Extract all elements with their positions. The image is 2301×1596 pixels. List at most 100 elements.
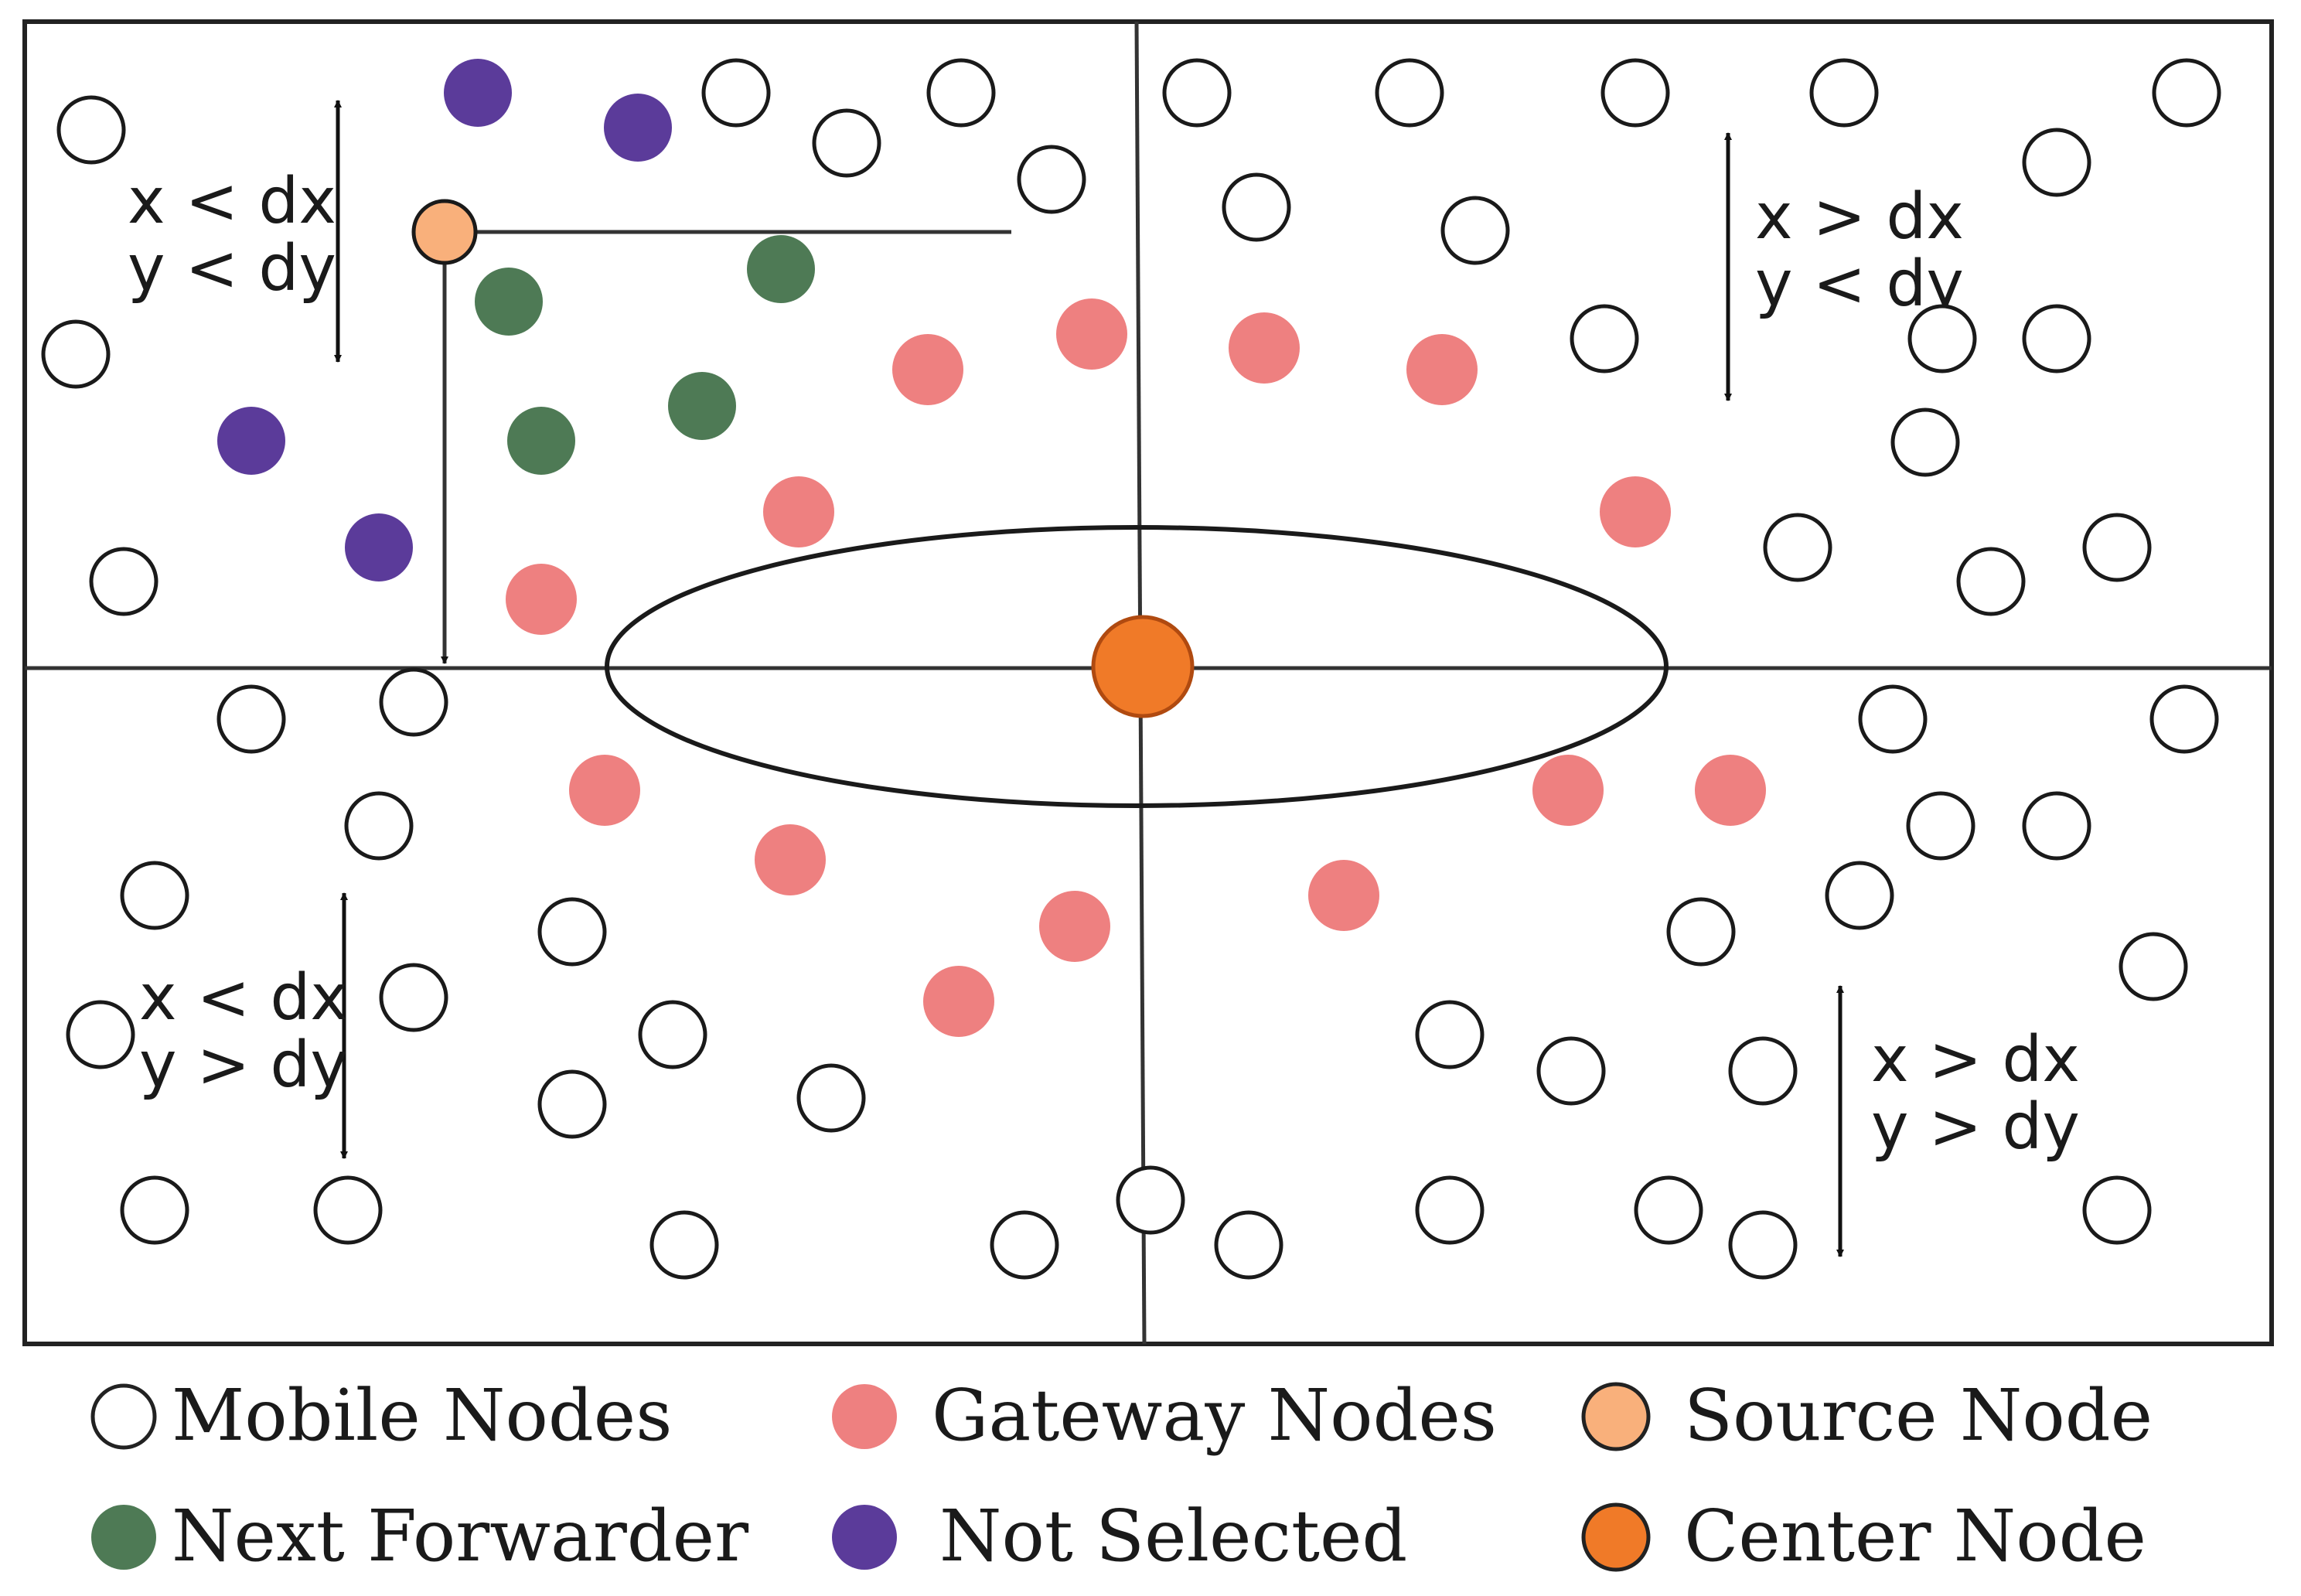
mobile-node bbox=[2022, 304, 2091, 373]
source-path bbox=[441, 230, 1011, 664]
gateway-node bbox=[892, 334, 963, 405]
br-x-condition: x > dx bbox=[1871, 1023, 2080, 1096]
mobile-node bbox=[1634, 1175, 1703, 1245]
mobile-node bbox=[2152, 58, 2221, 128]
mobile-node bbox=[1825, 861, 1894, 930]
mobile-node bbox=[2149, 684, 2219, 754]
mobile-node bbox=[41, 319, 111, 389]
mobile-node bbox=[1600, 58, 1670, 128]
mobile-node bbox=[120, 861, 189, 930]
legend-unselected-label: Not Selected bbox=[939, 1495, 1407, 1577]
mobile-node bbox=[1890, 408, 1960, 477]
mobile-node bbox=[1809, 58, 1879, 128]
gateway-node bbox=[1308, 860, 1379, 931]
mobile-node bbox=[1415, 1000, 1485, 1069]
mobile-node bbox=[1906, 791, 1975, 861]
not-selected-node bbox=[604, 94, 672, 162]
legend: Mobile Nodes Gateway Nodes Source Node N… bbox=[90, 1374, 2153, 1577]
forwarder-node bbox=[507, 407, 575, 475]
forwarder-node bbox=[747, 235, 815, 303]
tr-x-condition: x > dx bbox=[1755, 180, 1964, 254]
legend-source-label: Source Node bbox=[1684, 1374, 2153, 1457]
mobile-node bbox=[1907, 304, 1977, 373]
tl-x-condition: x < dx bbox=[128, 165, 336, 238]
mobile-node bbox=[1763, 513, 1832, 582]
nodes-layer bbox=[41, 58, 2221, 1280]
mobile-node bbox=[1162, 58, 1232, 128]
center-zone-ellipse bbox=[605, 525, 1669, 808]
not-selected-node bbox=[217, 407, 285, 475]
gateway-node bbox=[1229, 312, 1300, 384]
mobile-node bbox=[926, 58, 996, 128]
mobile-node bbox=[1440, 196, 1510, 265]
mobile-node bbox=[990, 1210, 1059, 1280]
mobile-node bbox=[701, 58, 771, 128]
gateway-node bbox=[1406, 334, 1478, 405]
mobile-node bbox=[1222, 172, 1291, 242]
br-y-condition: y > dy bbox=[1871, 1090, 2080, 1164]
mobile-node bbox=[1017, 145, 1086, 214]
source-node bbox=[411, 199, 478, 265]
gateway-node bbox=[755, 824, 826, 895]
bl-x-condition: x < dx bbox=[139, 961, 348, 1035]
legend-center-label: Center Node bbox=[1684, 1495, 2146, 1577]
mobile-node bbox=[537, 1069, 607, 1139]
gateway-node bbox=[763, 476, 834, 547]
mobile-node bbox=[1536, 1036, 1606, 1106]
legend-unselected: Not Selected bbox=[832, 1495, 1407, 1577]
mobile-node bbox=[2022, 128, 2091, 197]
mobile-node bbox=[344, 791, 414, 861]
mobile-node bbox=[1570, 304, 1639, 373]
not-selected-node bbox=[444, 59, 512, 127]
mobile-node bbox=[216, 684, 286, 754]
mobile-node bbox=[638, 1000, 707, 1069]
field-border bbox=[22, 19, 2274, 1346]
mobile-node bbox=[1956, 547, 2026, 616]
mobile-node bbox=[2082, 1175, 2152, 1245]
legend-source: Source Node bbox=[1581, 1374, 2153, 1457]
mobile-node bbox=[1375, 58, 1444, 128]
quadrant-arrows bbox=[334, 100, 1844, 1257]
legend-forwarder-label: Next Forwarder bbox=[172, 1495, 748, 1577]
gateway-node bbox=[1532, 755, 1604, 826]
legend-mobile-swatch bbox=[90, 1383, 157, 1450]
legend-gateway-swatch bbox=[832, 1384, 897, 1449]
legend-center-swatch bbox=[1581, 1502, 1651, 1572]
mobile-node bbox=[2082, 513, 2152, 582]
mobile-node bbox=[812, 108, 881, 178]
mobile-node bbox=[120, 1175, 189, 1245]
mobile-node bbox=[1728, 1036, 1798, 1106]
mobile-node bbox=[2119, 932, 2188, 1001]
mobile-node bbox=[313, 1175, 383, 1245]
bl-y-condition: y > dy bbox=[139, 1028, 348, 1102]
center-node bbox=[1091, 615, 1195, 718]
mobile-node bbox=[1116, 1165, 1185, 1235]
mobile-node bbox=[649, 1210, 719, 1280]
legend-mobile: Mobile Nodes bbox=[90, 1374, 672, 1457]
legend-gateway-label: Gateway Nodes bbox=[932, 1374, 1497, 1457]
gateway-node bbox=[1695, 755, 1766, 826]
legend-gateway: Gateway Nodes bbox=[832, 1374, 1497, 1457]
not-selected-node bbox=[345, 513, 413, 581]
mobile-node bbox=[1214, 1210, 1283, 1280]
gateway-node bbox=[569, 755, 640, 826]
mobile-node bbox=[66, 1000, 135, 1069]
mobile-node bbox=[56, 95, 126, 165]
mobile-node bbox=[89, 547, 159, 616]
legend-forwarder: Next Forwarder bbox=[91, 1495, 748, 1577]
gateway-node bbox=[1056, 298, 1127, 370]
mobile-node bbox=[1728, 1210, 1798, 1280]
legend-source-swatch bbox=[1581, 1382, 1651, 1451]
legend-center: Center Node bbox=[1581, 1495, 2146, 1577]
gateway-node bbox=[1039, 891, 1110, 962]
quadrant-labels: x < dx y < dy x > dx y < dy x < dx y > d… bbox=[128, 165, 2080, 1164]
legend-unselected-swatch bbox=[832, 1505, 897, 1570]
mobile-node bbox=[537, 897, 607, 967]
mobile-node bbox=[796, 1063, 866, 1133]
mobile-node bbox=[2022, 791, 2091, 861]
forwarder-node bbox=[668, 372, 736, 440]
mobile-node bbox=[1858, 684, 1928, 754]
legend-forwarder-swatch bbox=[91, 1505, 156, 1570]
tl-y-condition: y < dy bbox=[128, 232, 336, 305]
